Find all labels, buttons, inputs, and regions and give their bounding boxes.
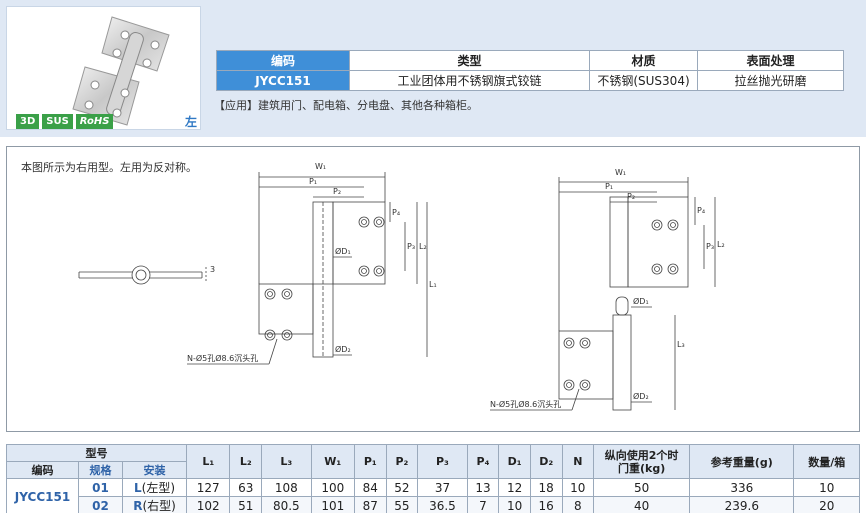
col-p3: P₃	[417, 444, 468, 479]
spec-table: 编码 类型 材质 表面处理 JYCC151 工业团体用不锈钢旗式铰链 不锈钢(S…	[216, 50, 844, 91]
dim-l2: L₂	[419, 242, 427, 251]
cell-d1: 12	[498, 478, 531, 497]
dim-d2-2: ØD₂	[633, 391, 649, 401]
sub-header-size: 规格	[78, 461, 123, 479]
cell-l2: 51	[229, 496, 263, 513]
dim-p4: P₄	[392, 208, 400, 217]
dim-p3: P₃	[407, 242, 415, 251]
side-label: 左	[185, 115, 198, 129]
col-l1: L₁	[185, 444, 231, 479]
cell-p2: 55	[385, 496, 419, 513]
cell-d1: 10	[498, 496, 531, 513]
cell-ref-weight: 336	[689, 478, 795, 497]
group-header: 型号	[6, 444, 187, 462]
cell-w1: 100	[310, 478, 356, 497]
col-ref-weight: 参考重量(g)	[689, 444, 795, 479]
dim-w1: W₁	[315, 162, 326, 171]
drawing-note: 本图所示为右用型。左用为反对称。	[21, 161, 197, 174]
table-row: 02 R(右型) 102 51 80.5 101 87 55 36.5 7 10…	[7, 496, 860, 513]
cell-w1: 101	[310, 496, 356, 513]
spec-material: 不锈钢(SUS304)	[589, 70, 698, 91]
cell-p3: 36.5	[417, 496, 468, 513]
cell-door-weight: 40	[593, 496, 691, 513]
col-door-weight: 纵向使用2个时 门重(kg)	[593, 444, 691, 479]
cell-d2: 16	[529, 496, 563, 513]
col-d2: D₂	[529, 444, 563, 479]
spec-header-code: 编码	[216, 50, 350, 71]
cell-l1: 127	[185, 478, 231, 497]
dim-p2: P₂	[333, 187, 341, 196]
badge-sus: SUS	[42, 114, 73, 129]
cell-p2: 52	[385, 478, 419, 497]
cell-qty: 10	[793, 478, 860, 497]
dim-l2-2: L₂	[717, 240, 725, 249]
col-p2: P₂	[385, 444, 419, 479]
col-d1: D₁	[498, 444, 531, 479]
spec-finish: 拉丝抛光研磨	[697, 70, 844, 91]
sub-header-code: 编码	[6, 461, 79, 479]
model-code[interactable]: JYCC151	[6, 478, 79, 513]
dim-w1-2: W₁	[615, 168, 626, 177]
dim-thickness: 3	[210, 265, 215, 274]
size-code[interactable]: 02	[78, 496, 123, 513]
cell-p3: 37	[417, 478, 468, 497]
dim-l3-2: L₃	[677, 340, 685, 349]
header-band: 3D SUS RoHS 左 编码 类型 材质 表面处理 JYCC151 工业团体…	[0, 0, 866, 137]
hinge-photo-icon	[72, 16, 170, 126]
dim-p2-2: P₂	[627, 192, 635, 201]
cell-l3: 108	[261, 478, 312, 497]
size-code[interactable]: 01	[78, 478, 123, 497]
cell-l3: 80.5	[261, 496, 312, 513]
col-l3: L₃	[261, 444, 312, 479]
col-p1: P₁	[354, 444, 387, 479]
col-n: N	[561, 444, 595, 479]
spec-header-finish: 表面处理	[697, 50, 844, 71]
dim-d2: ØD₂	[335, 344, 351, 354]
dim-d1: ØD₁	[335, 246, 351, 256]
col-qty: 数量/箱	[793, 444, 860, 479]
dim-p3-2: P₃	[706, 242, 714, 251]
table-row: JYCC151 01 L(左型) 127 63 108 100 84 52 37…	[6, 478, 860, 513]
dim-holes: N-Ø5孔Ø8.6沉头孔	[187, 353, 258, 363]
spec-code[interactable]: JYCC151	[216, 70, 350, 91]
badge-group: 3D SUS RoHS	[16, 114, 114, 129]
cell-qty: 20	[793, 496, 860, 513]
cell-d2: 18	[529, 478, 563, 497]
cell-p4: 7	[466, 496, 500, 513]
dim-d1-2: ØD₁	[633, 296, 649, 306]
drawing-canvas: W₁ P₁ P₂ P₄ P₃ L₂ L₁ ØD₁ ØD₂ N-Ø5孔Ø8.6沉头…	[78, 162, 725, 411]
spec-header-material: 材质	[589, 50, 698, 71]
application-text: 【应用】建筑用门、配电箱、分电盘、其他各种箱柜。	[214, 99, 478, 112]
cell-l2: 63	[229, 478, 263, 497]
sub-header-install: 安装	[122, 461, 187, 479]
install-type: R(右型)	[122, 496, 187, 513]
cell-n: 10	[561, 478, 595, 497]
col-w1: W₁	[310, 444, 356, 479]
dim-p1-2: P₁	[605, 182, 613, 191]
cell-p4: 13	[466, 478, 500, 497]
badge-3d: 3D	[16, 114, 40, 129]
technical-drawing: 本图所示为右用型。左用为反对称。	[6, 146, 860, 432]
cell-ref-weight: 239.6	[689, 496, 795, 513]
dim-p4-2: P₄	[697, 206, 705, 215]
col-l2: L₂	[229, 444, 263, 479]
dim-l1: L₁	[429, 280, 437, 289]
badge-rohs: RoHS	[75, 114, 114, 129]
cell-l1: 102	[185, 496, 231, 513]
install-type: L(左型)	[122, 478, 187, 497]
spec-data-table: 型号 L₁ L₂ L₃ W₁ P₁ P₂ P₃ P₄ D₁ D₂ N 纵向使用2…	[6, 444, 860, 513]
cell-p1: 84	[354, 478, 387, 497]
cell-n: 8	[561, 496, 595, 513]
cell-door-weight: 50	[593, 478, 691, 497]
spec-header-type: 类型	[349, 50, 590, 71]
col-p4: P₄	[466, 444, 500, 479]
dim-p1: P₁	[309, 177, 317, 186]
spec-type: 工业团体用不锈钢旗式铰链	[349, 70, 590, 91]
product-image: 3D SUS RoHS 左	[6, 6, 201, 130]
dim-holes-2: N-Ø5孔Ø8.6沉头孔	[490, 399, 561, 409]
cell-p1: 87	[354, 496, 387, 513]
